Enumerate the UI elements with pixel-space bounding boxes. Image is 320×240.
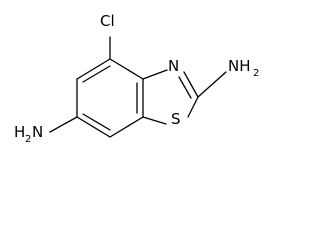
bond-c6-c7-inner — [82, 113, 111, 131]
amine-right-label: NH — [228, 57, 251, 75]
bond-c6-c7 — [76, 116, 111, 138]
amine-left-subscript: 2 — [25, 134, 31, 145]
amine-left-hydrogen-label: H — [14, 123, 25, 141]
bond-c4-c5-inner — [82, 65, 111, 83]
structure-canvas: Cl N S NH 2 H 2 N — [14, 12, 260, 145]
sulfur-label: S — [171, 110, 181, 128]
chlorine-label: Cl — [100, 12, 115, 30]
ring-nitrogen-label: N — [168, 57, 179, 75]
bond-c6-nh2 — [49, 116, 78, 133]
bond-n-c2 — [183, 71, 199, 98]
bond-c7-c7a — [109, 116, 144, 138]
amine-right-subscript: 2 — [253, 68, 259, 79]
amine-left-nitrogen-label: N — [32, 123, 43, 141]
molecule-diagram: Cl N S NH 2 H 2 N — [14, 12, 259, 145]
bond-c3a-n — [142, 69, 168, 80]
bond-c3a-c4 — [109, 58, 144, 80]
bond-c2-nh2 — [197, 71, 227, 98]
bond-c4-c5 — [76, 58, 111, 80]
bond-c2-s — [187, 96, 199, 118]
bond-n-c2-double — [178, 76, 192, 99]
bond-c7a-s — [142, 116, 167, 125]
